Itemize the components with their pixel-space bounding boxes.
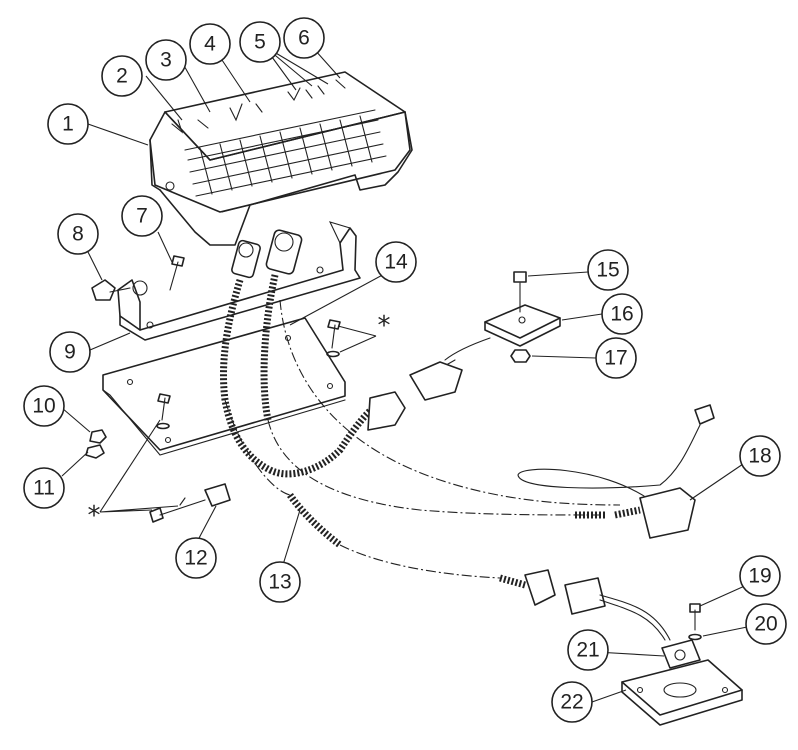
sensor-mounting-pad: [444, 271, 561, 363]
cable-connectors: [367, 361, 715, 615]
svg-text:2: 2: [116, 65, 128, 88]
callout-22: 22: [551, 681, 593, 723]
callout-3: 3: [145, 39, 187, 81]
svg-text:17: 17: [604, 347, 627, 370]
svg-text:11: 11: [33, 477, 55, 500]
asterisk-notes: * *: [88, 311, 391, 531]
callout-17: 17: [595, 337, 637, 379]
callout-20: 20: [745, 603, 787, 645]
control-console: [149, 71, 413, 246]
callout-12: 12: [175, 537, 217, 579]
asterisk-hardware-left: *: [88, 501, 101, 531]
svg-text:19: 19: [748, 565, 771, 588]
svg-text:15: 15: [596, 259, 619, 282]
callout-14: 14: [375, 241, 417, 283]
callout-10: 10: [23, 385, 65, 427]
callout-8: 8: [57, 213, 99, 255]
callout-6: 6: [283, 17, 325, 59]
callout-11: 11: [23, 467, 65, 509]
svg-text:9: 9: [64, 341, 76, 364]
callout-16: 16: [601, 293, 643, 335]
svg-text:13: 13: [268, 571, 291, 594]
console-key-grid: [184, 109, 387, 197]
callout-18: 18: [739, 435, 781, 477]
callout-2: 2: [101, 55, 143, 97]
svg-text:16: 16: [610, 303, 633, 326]
callout-1: 1: [47, 103, 89, 145]
svg-text:6: 6: [298, 27, 310, 50]
callout-21: 21: [567, 629, 609, 671]
svg-text:14: 14: [384, 251, 408, 274]
svg-text:21: 21: [576, 639, 599, 662]
svg-text:22: 22: [560, 691, 583, 714]
sensor-housing: [599, 594, 743, 726]
callout-13: 13: [259, 561, 301, 603]
callout-4: 4: [189, 23, 231, 65]
svg-text:8: 8: [72, 223, 84, 246]
mounting-bracket: [117, 221, 361, 341]
wiring-harness: [220, 274, 701, 589]
svg-text:20: 20: [754, 613, 777, 636]
svg-text:3: 3: [160, 49, 172, 72]
callout-15: 15: [587, 249, 629, 291]
callout-9: 9: [49, 331, 91, 373]
leader-lines: [61, 39, 759, 703]
svg-text:12: 12: [184, 547, 207, 570]
asterisk-hardware-right: *: [378, 311, 391, 341]
svg-text:1: 1: [62, 113, 74, 136]
callouts: 1 2 3 4 5 6 7 8 9 10 11 12 13 14 15 16 1…: [23, 17, 787, 723]
svg-text:4: 4: [204, 33, 216, 56]
svg-text:5: 5: [254, 31, 266, 54]
callout-19: 19: [739, 555, 781, 597]
svg-text:10: 10: [32, 395, 55, 418]
harness-connectors: [231, 229, 303, 279]
small-hardware: [85, 255, 341, 523]
svg-text:7: 7: [136, 205, 148, 228]
callout-7: 7: [121, 195, 163, 237]
svg-text:18: 18: [748, 445, 771, 468]
callout-5: 5: [239, 21, 281, 63]
